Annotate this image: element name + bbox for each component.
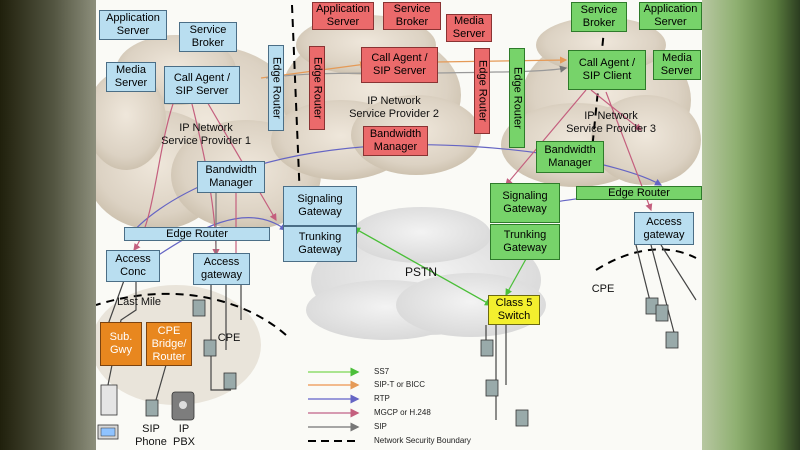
cpe-label-left: CPE [217, 332, 241, 344]
legend-item-ss7: SS7 [374, 367, 390, 376]
edge-router-vertical-1: Edge Router [268, 45, 284, 131]
edge-router-vertical-2: Edge Router [309, 46, 325, 130]
legend-item-rtp: RTP [374, 394, 390, 403]
legend-item-sip: SIP [374, 422, 387, 431]
left-blurred-margin [0, 0, 96, 450]
subscriber-gateway: Sub.Gwy [100, 322, 142, 366]
phone-icon [480, 339, 494, 357]
cpe-label-right: CPE [591, 283, 615, 295]
phone-icon [655, 304, 669, 322]
call-agent-sip-server-left: Call Agent /SIP Server [164, 66, 240, 104]
phone-icon [515, 409, 529, 427]
call-agent-sip-client-right: Call Agent /SIP Client [568, 50, 646, 90]
phone-icon [145, 399, 159, 417]
edge-router-vertical-4: Edge Router [509, 48, 525, 148]
phone-icon [203, 339, 217, 357]
edge-router-horizontal-1: Edge Router [124, 227, 270, 241]
phone-icon [665, 331, 679, 349]
legend-item-sip-t-or-bicc: SIP-T or BICC [374, 380, 425, 389]
phone-icon [485, 379, 499, 397]
phone-icon [223, 372, 237, 390]
ip-pbx-icon [171, 391, 195, 421]
legend-item-mgcp-or-h-248: MGCP or H.248 [374, 408, 431, 417]
edge-router-vertical-3: Edge Router [474, 48, 490, 134]
phone-icons [145, 297, 679, 427]
legend-item-network-security-boundary: Network Security Boundary [374, 436, 471, 445]
phone-icon [192, 299, 206, 317]
legend-lines [308, 367, 360, 442]
edge-router-horizontal-3: Edge Router [576, 186, 702, 200]
right-blurred-margin [702, 0, 800, 450]
computer-icon [97, 384, 119, 440]
last-mile-label: Last Mile [116, 296, 162, 308]
pstn-label: PSTN [404, 265, 437, 279]
call-agent-sip-server-mid: Call Agent /SIP Server [361, 47, 438, 83]
